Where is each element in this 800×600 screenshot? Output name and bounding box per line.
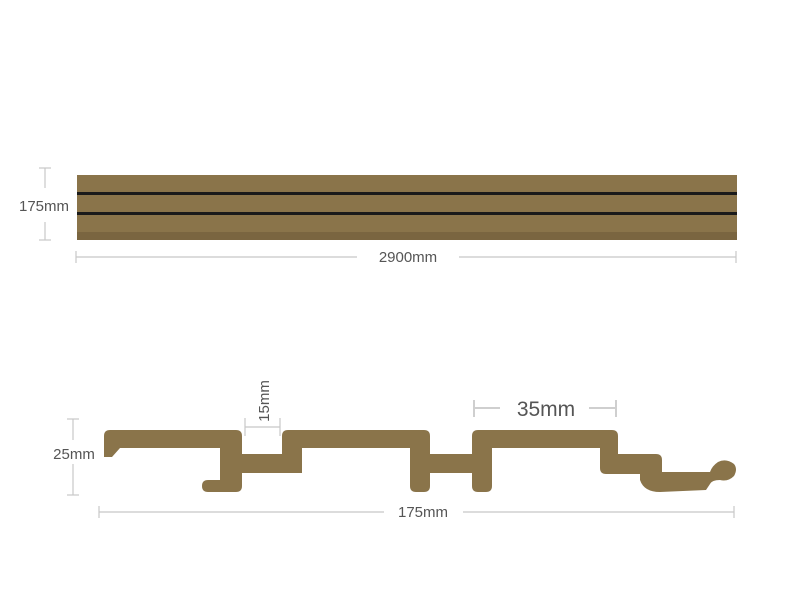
panel-top-view — [77, 175, 737, 240]
profile-width-dimension: 175mm — [98, 504, 735, 521]
groove-line-lower — [77, 212, 737, 215]
panel-profile-shape — [104, 430, 736, 492]
top-length-dimension: 2900mm — [75, 249, 737, 266]
top-length-label: 2900mm — [379, 249, 437, 266]
top-height-dimension: 175mm — [19, 167, 69, 241]
profile-thickness-label: 25mm — [53, 446, 95, 463]
profile-thickness-dimension: 25mm — [53, 418, 95, 496]
panel-face — [77, 175, 737, 240]
slat-width-label: 35mm — [517, 398, 575, 421]
groove-line-upper — [77, 192, 737, 195]
top-height-label: 175mm — [19, 198, 69, 215]
panel-bottom-band — [77, 232, 737, 240]
profile-width-label: 175mm — [398, 504, 448, 521]
slat-width-dimension: 35mm — [473, 398, 617, 421]
groove-depth-label: 15mm — [256, 380, 273, 422]
groove-depth-dimension: 15mm — [244, 380, 281, 436]
